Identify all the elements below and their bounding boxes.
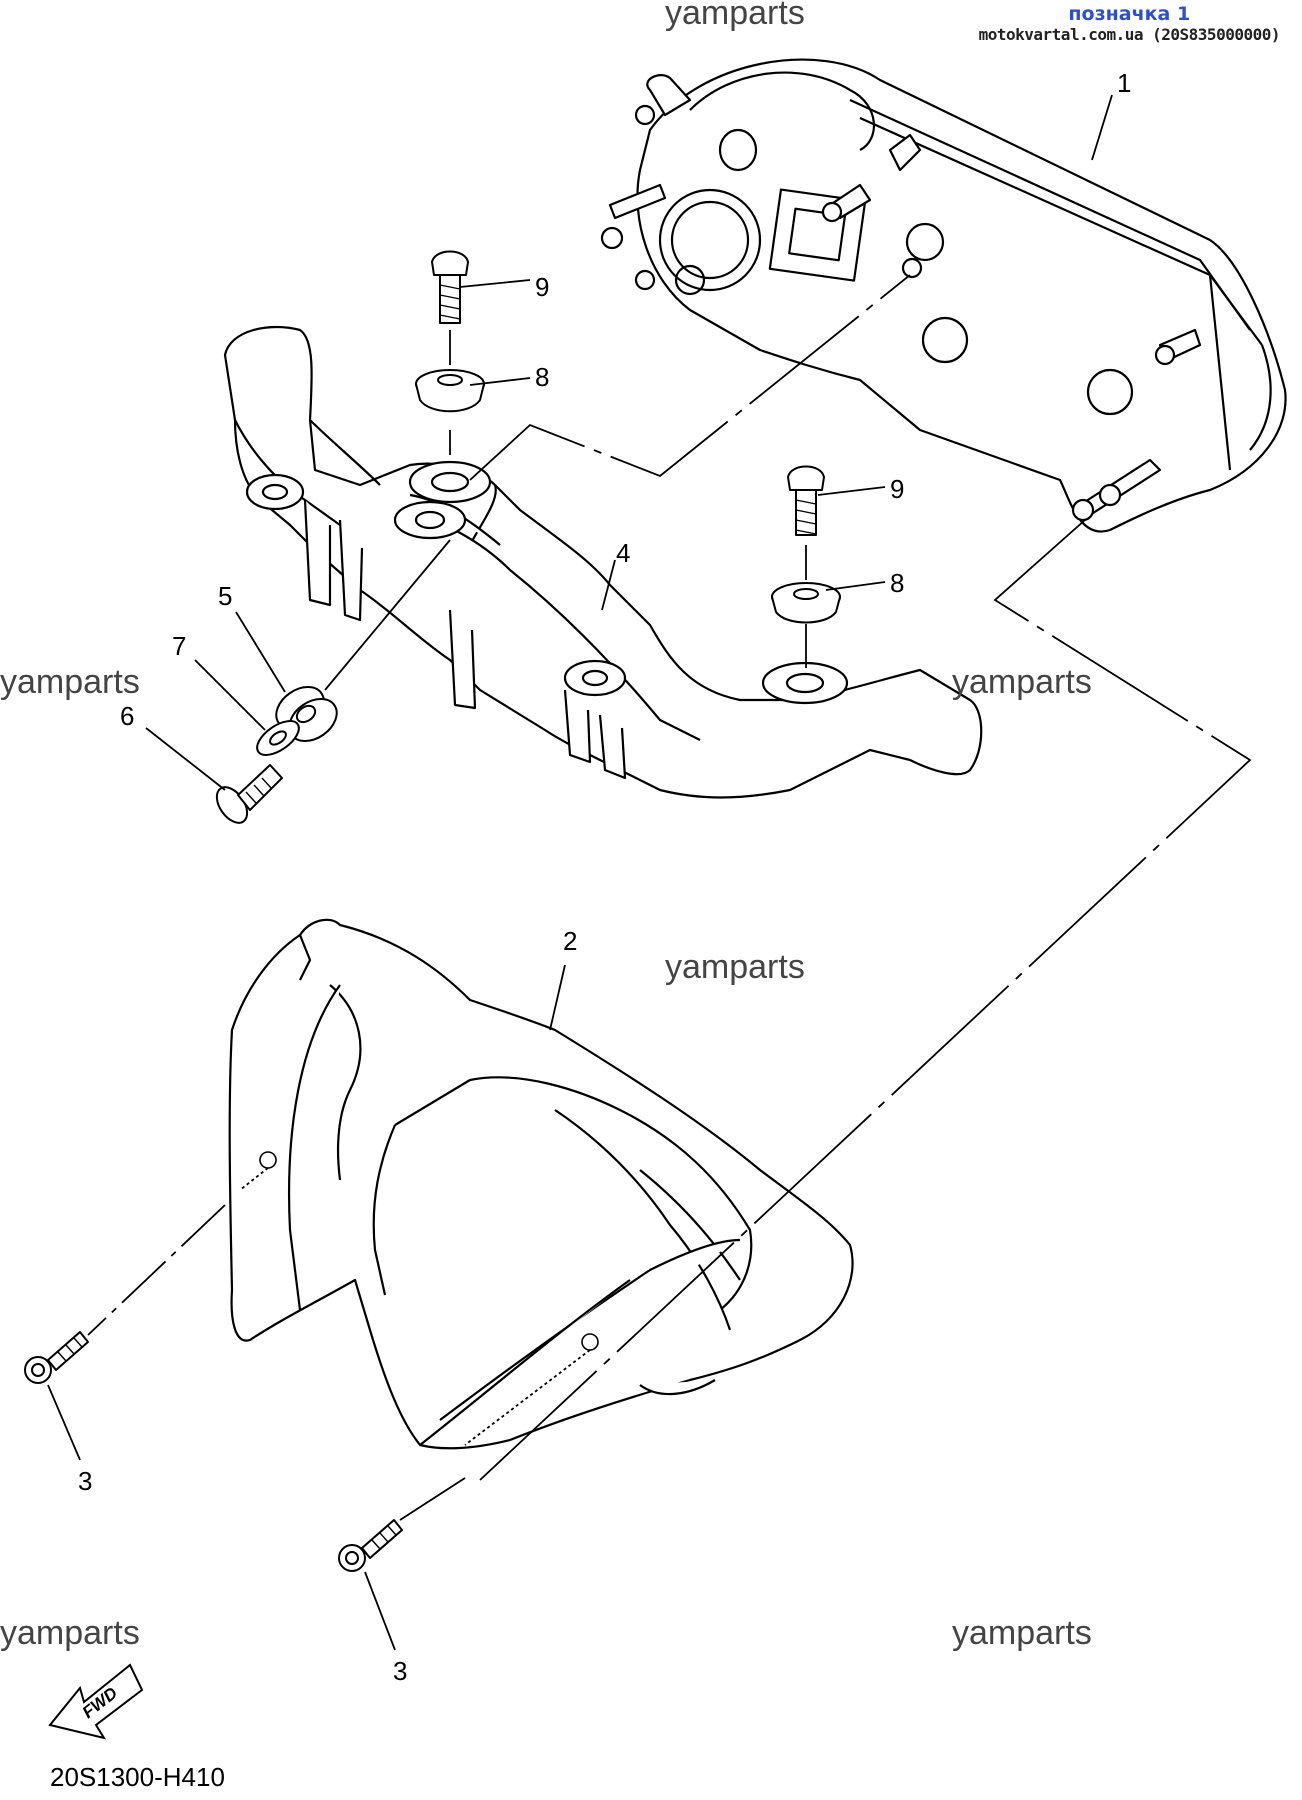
- callout-5: 5: [218, 581, 232, 611]
- callout-6: 6: [120, 701, 134, 731]
- callout-7: 7: [172, 631, 186, 661]
- callout-8-lower: 8: [890, 568, 904, 598]
- watermark-bottom-left: yamparts: [0, 1614, 140, 1652]
- screw-3-left: [24, 1331, 89, 1384]
- callout-2: 2: [563, 926, 577, 956]
- meter-assembly-drawing: [600, 58, 1287, 533]
- watermark-mid-right: yamparts: [952, 663, 1092, 701]
- collar-7: [256, 720, 300, 756]
- watermarks: yamparts yamparts yamparts yamparts yamp…: [0, 0, 1092, 1652]
- diagram-code: 20S1300-H410: [50, 1762, 225, 1792]
- header-source: motokvartal.com.ua (20S835000000): [978, 24, 1281, 44]
- callout-1: 1: [1117, 68, 1131, 98]
- damper-5: [275, 686, 338, 742]
- grommet-8-lower: [771, 582, 841, 624]
- screw-6: [215, 764, 283, 824]
- callout-8-upper: 8: [535, 362, 549, 392]
- hardware-drawings: [24, 250, 841, 1572]
- header-block: позначка 1 motokvartal.com.ua (20S835000…: [978, 3, 1281, 44]
- meter-bracket-drawing: [223, 326, 983, 799]
- bolt-9-upper: [431, 250, 469, 324]
- callout-numbers: 1 2 3 3 4 5 6 7 8 8 9 9: [78, 68, 1131, 1686]
- watermark-mid-left: yamparts: [0, 663, 140, 701]
- watermark-top: yamparts: [665, 0, 805, 32]
- grommet-8-upper: [415, 369, 485, 413]
- callout-3-left: 3: [78, 1466, 92, 1496]
- callout-4: 4: [616, 538, 630, 568]
- watermark-bottom-right: yamparts: [952, 1614, 1092, 1652]
- assembly-lines: [87, 274, 1252, 1521]
- fwd-arrow: FWD: [48, 1663, 144, 1740]
- leader-lines: [47, 94, 1113, 1651]
- callout-9-upper: 9: [535, 272, 549, 302]
- watermark-center: yamparts: [665, 948, 805, 986]
- callout-3-center: 3: [393, 1656, 407, 1686]
- bolt-9-lower: [787, 465, 825, 536]
- meter-cover-drawing: [228, 918, 854, 1450]
- header-label: позначка 1: [1068, 3, 1191, 25]
- screw-3-center: [338, 1519, 403, 1572]
- callout-9-lower: 9: [890, 474, 904, 504]
